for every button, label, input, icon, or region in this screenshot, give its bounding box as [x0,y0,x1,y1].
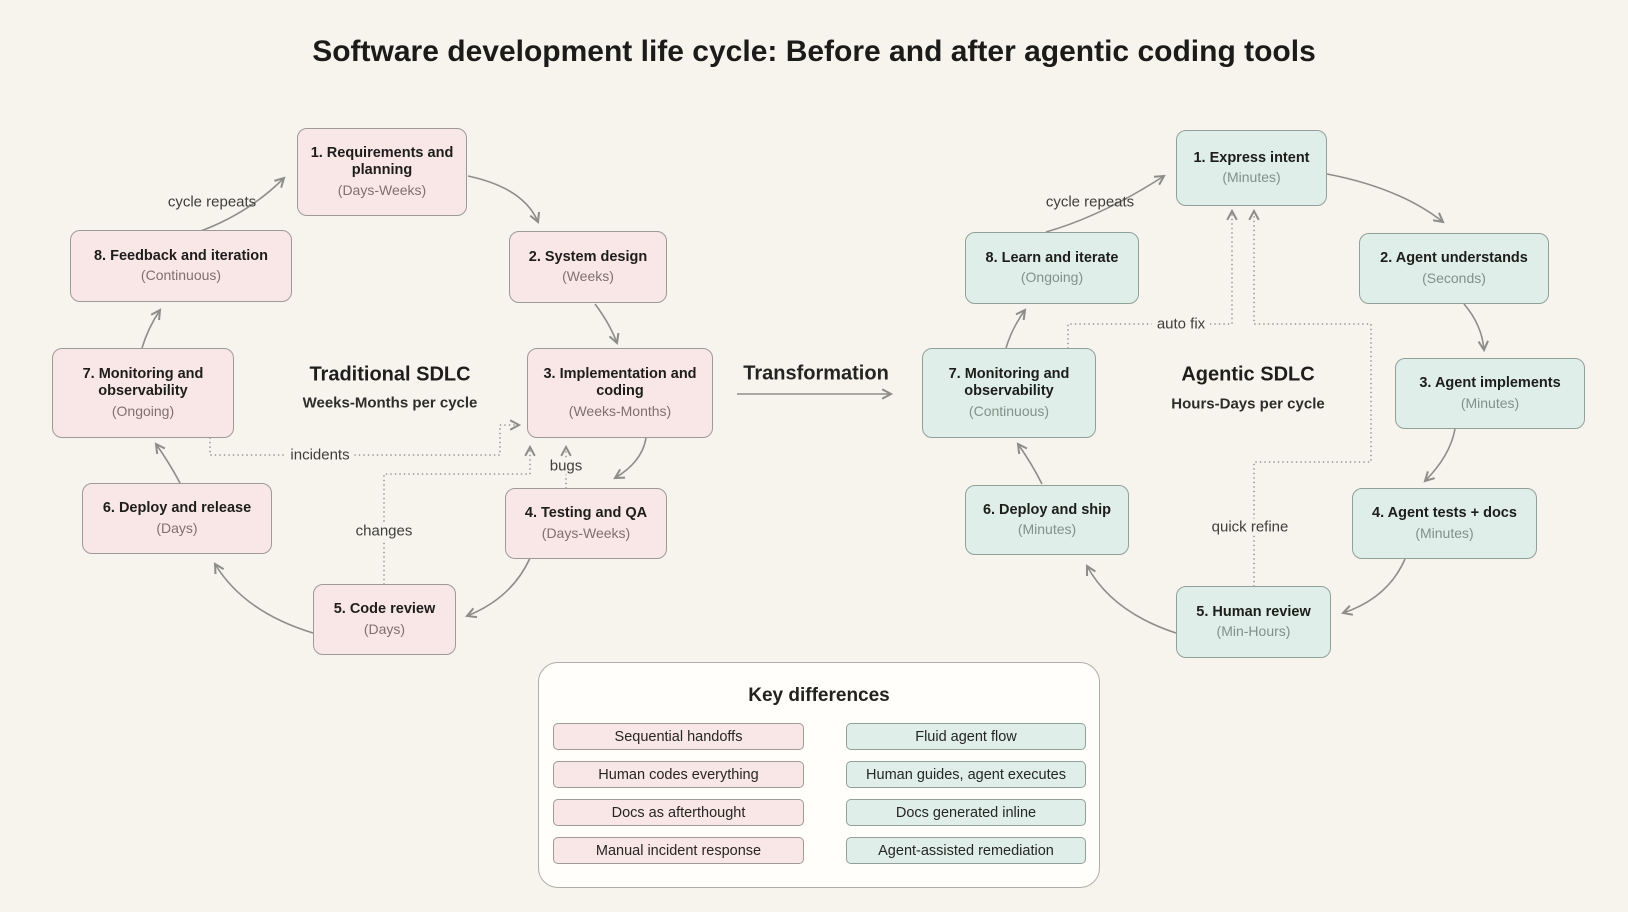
node-title: 1. Express intent [1193,149,1310,166]
node-agent-tests-docs: 4. Agent tests + docs (Minutes) [1352,488,1537,559]
traditional-cycle-repeats-label: cycle repeats [167,193,257,211]
node-duration: (Ongoing) [1020,269,1084,286]
traditional-cycle-title: Traditional SDLC [309,363,471,386]
page-title: Software development life cycle: Before … [312,35,1316,68]
node-duration: (Minutes) [1415,524,1474,541]
node-title: 4. Agent tests + docs [1372,505,1517,522]
node-express-intent: 1. Express intent (Minutes) [1176,130,1327,206]
node-title: 3. Implementation and coding [543,365,697,400]
node-duration: (Days) [363,620,406,637]
node-title: 2. Agent understands [1380,250,1528,267]
node-duration: (Continuous) [968,403,1050,420]
agentic-cycle-subtitle: Hours-Days per cycle [1171,395,1325,413]
node-title: 5. Human review [1196,603,1311,620]
auto-fix-label: auto fix [1151,315,1211,333]
node-duration: (Ongoing) [111,403,175,420]
transformation-label: Transformation [743,362,889,385]
node-title: 6. Deploy and ship [982,501,1112,518]
changes-label: changes [350,522,418,540]
incidents-label: incidents [285,446,355,464]
node-monitoring-observability-agentic: 7. Monitoring and observability (Continu… [922,348,1096,438]
node-duration: (Seconds) [1422,269,1486,286]
node-implementation-coding: 3. Implementation and coding (Weeks-Mont… [527,348,713,438]
agentic-feedback-paths [1067,208,1372,587]
key-diff-after: Agent-assisted remediation [846,837,1086,864]
node-learn-iterate: 8. Learn and iterate (Ongoing) [965,232,1139,304]
node-title: 3. Agent implements [1419,375,1561,392]
traditional-feedback-paths [209,419,572,585]
node-agent-understands: 2. Agent understands (Seconds) [1359,233,1549,304]
key-diff-after: Fluid agent flow [846,723,1086,750]
key-diff-after: Docs generated inline [846,799,1086,826]
node-title: 4. Testing and QA [524,505,648,522]
key-differences-title: Key differences [748,685,890,706]
node-system-design: 2. System design (Weeks) [509,231,667,303]
node-duration: (Days) [156,519,198,536]
node-deploy-ship: 6. Deploy and ship (Minutes) [965,485,1129,555]
key-diff-before: Docs as afterthought [553,799,804,826]
node-title: 5. Code review [333,601,436,618]
node-title: 8. Learn and iterate [985,249,1119,266]
agentic-cycle-title: Agentic SDLC [1181,363,1315,386]
node-title: 6. Deploy and release [102,500,252,517]
node-human-review: 5. Human review (Min-Hours) [1176,586,1331,658]
node-agent-implements: 3. Agent implements (Minutes) [1395,358,1585,429]
node-duration: (Min-Hours) [1216,623,1291,640]
node-duration: (Weeks) [562,268,614,285]
traditional-cycle-subtitle: Weeks-Months per cycle [302,394,478,412]
key-diff-before: Manual incident response [553,837,804,864]
node-code-review: 5. Code review (Days) [313,584,456,655]
agentic-cycle-arrows [1005,173,1489,634]
node-duration: (Days-Weeks) [541,524,631,541]
node-duration: (Minutes) [1222,169,1281,186]
node-title: 7. Monitoring and observability [948,365,1070,400]
node-title: 2. System design [528,248,648,265]
agentic-cycle-repeats-label: cycle repeats [1045,193,1135,211]
key-diff-before: Human codes everything [553,761,804,788]
node-testing-qa: 4. Testing and QA (Days-Weeks) [505,488,667,559]
node-title: 8. Feedback and iteration [93,247,269,264]
node-requirements-planning: 1. Requirements and planning (Days-Weeks… [297,128,467,216]
node-duration: (Days-Weeks) [337,182,427,199]
quick-refine-label: quick refine [1206,518,1294,536]
node-title: 1. Requirements and planning [310,144,454,179]
node-duration: (Minutes) [1460,394,1520,411]
node-duration: (Weeks-Months) [568,403,672,420]
key-diff-after: Human guides, agent executes [846,761,1086,788]
node-feedback-iteration: 8. Feedback and iteration (Continuous) [70,230,292,302]
node-monitoring-observability-traditional: 7. Monitoring and observability (Ongoing… [52,348,234,438]
node-title: 7. Monitoring and observability [82,365,204,400]
node-duration: (Continuous) [140,267,222,284]
traditional-cycle-arrows [141,175,647,634]
key-diff-before: Sequential handoffs [553,723,804,750]
node-duration: (Minutes) [1017,521,1077,538]
node-deploy-release: 6. Deploy and release (Days) [82,483,272,554]
bugs-label: bugs [544,457,588,475]
